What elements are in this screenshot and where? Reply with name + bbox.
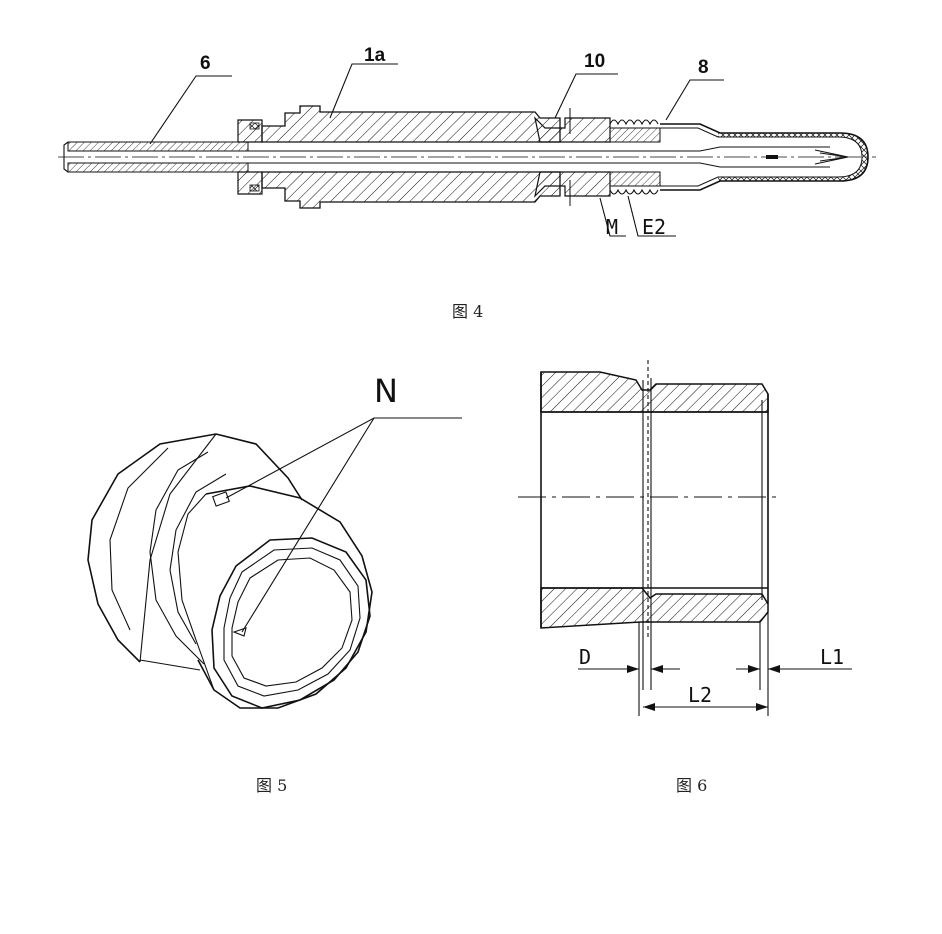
figure-6-sleeve-section	[518, 360, 852, 716]
label-D: D	[579, 645, 591, 669]
figure-5-isometric-view	[87, 417, 462, 709]
label-M: M	[606, 215, 618, 239]
label-part-8: 8	[698, 57, 709, 78]
figure-4-section-view	[58, 63, 876, 237]
label-N: N	[374, 372, 398, 410]
label-part-1a: 1a	[364, 45, 386, 66]
figure-4-caption: 图 4	[452, 302, 484, 321]
label-part-10: 10	[584, 51, 605, 72]
label-L2: L2	[688, 683, 712, 707]
figure-6-caption: 图 6	[676, 776, 708, 795]
label-part-6: 6	[200, 53, 211, 74]
label-L1: L1	[820, 645, 844, 669]
label-E2: E2	[642, 215, 666, 239]
figure-5-caption: 图 5	[256, 776, 288, 795]
